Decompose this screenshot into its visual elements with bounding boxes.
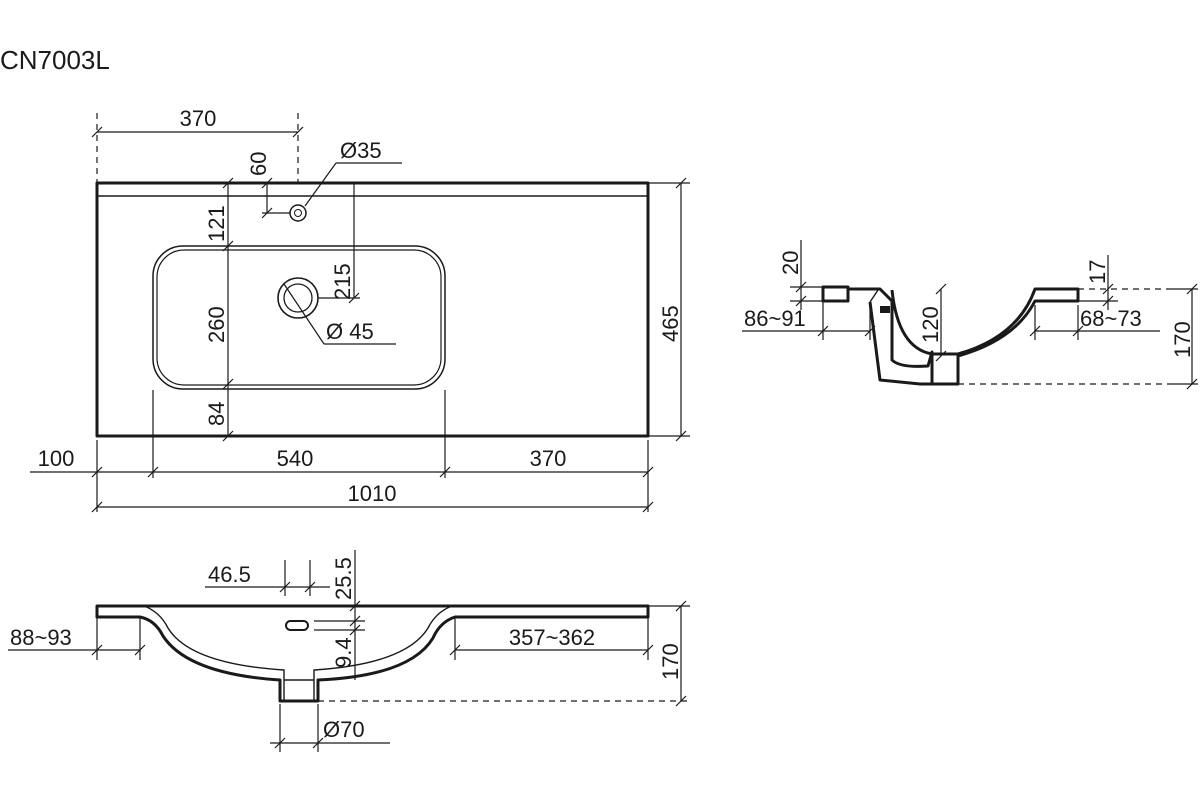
side-view-overflow-slot (880, 306, 890, 313)
dim-front-right-offset: 357~362 (509, 625, 595, 650)
top-view-bowl-inner (156, 249, 442, 386)
top-view-bowl-outer (152, 245, 446, 390)
dim-bowl-height: 120 (918, 306, 943, 343)
dim-overflow-height: 9.4 (331, 637, 356, 668)
dim-overall-depth: 465 (658, 305, 683, 342)
side-view: 20 86~91 120 17 68~73 170 (742, 240, 1198, 390)
top-view: 370 Ø35 60 121 260 84 215 Ø 45 (30, 106, 690, 513)
dim-front-drain-dia: Ø70 (323, 717, 365, 742)
dim-tap-to-drain: 215 (330, 263, 355, 300)
side-view-back-wall (868, 301, 932, 386)
top-view-counter-outline (95, 181, 650, 438)
dim-side-right-rim: 17 (1085, 260, 1110, 284)
dim-edge-to-bowl: 121 (204, 205, 229, 242)
front-view-profile (95, 604, 650, 703)
tap-hole (289, 204, 307, 222)
dim-side-rim: 20 (778, 251, 803, 275)
tap-hole-leader (304, 162, 337, 207)
side-view-left-rim (821, 285, 850, 303)
tap-hole-inner (294, 209, 302, 217)
dim-overall-width: 1010 (348, 481, 397, 506)
model-title: CN7003L (0, 45, 110, 75)
dim-front-height: 170 (658, 643, 683, 680)
dim-side-left-offset: 86~91 (744, 306, 806, 331)
front-view-overflow-slot (285, 620, 309, 631)
drain-hole-inner (283, 283, 313, 313)
dim-overflow-depth: 25.5 (331, 557, 356, 600)
dim-front-margin: 84 (204, 402, 229, 426)
dim-tap-hole-dia: Ø35 (340, 138, 382, 163)
dim-tap-offset-y: 60 (246, 152, 271, 176)
dim-side-right-offset: 68~73 (1080, 306, 1142, 331)
dim-left-margin: 100 (38, 446, 75, 471)
dim-overflow-offset: 46.5 (208, 562, 251, 587)
dim-tap-offset-x: 370 (180, 106, 217, 131)
dim-right-margin: 370 (530, 446, 567, 471)
dim-front-left-offset: 88~93 (10, 625, 72, 650)
dim-bowl-depth: 260 (204, 306, 229, 343)
side-view-bowl-profile (848, 287, 1080, 386)
dim-drain-dia: Ø 45 (326, 319, 374, 344)
dim-side-height: 170 (1170, 321, 1195, 358)
front-view: 46.5 25.5 9.4 88~93 357~362 170 (8, 550, 690, 752)
drain-leader (283, 283, 325, 345)
dim-bowl-width: 540 (277, 446, 314, 471)
